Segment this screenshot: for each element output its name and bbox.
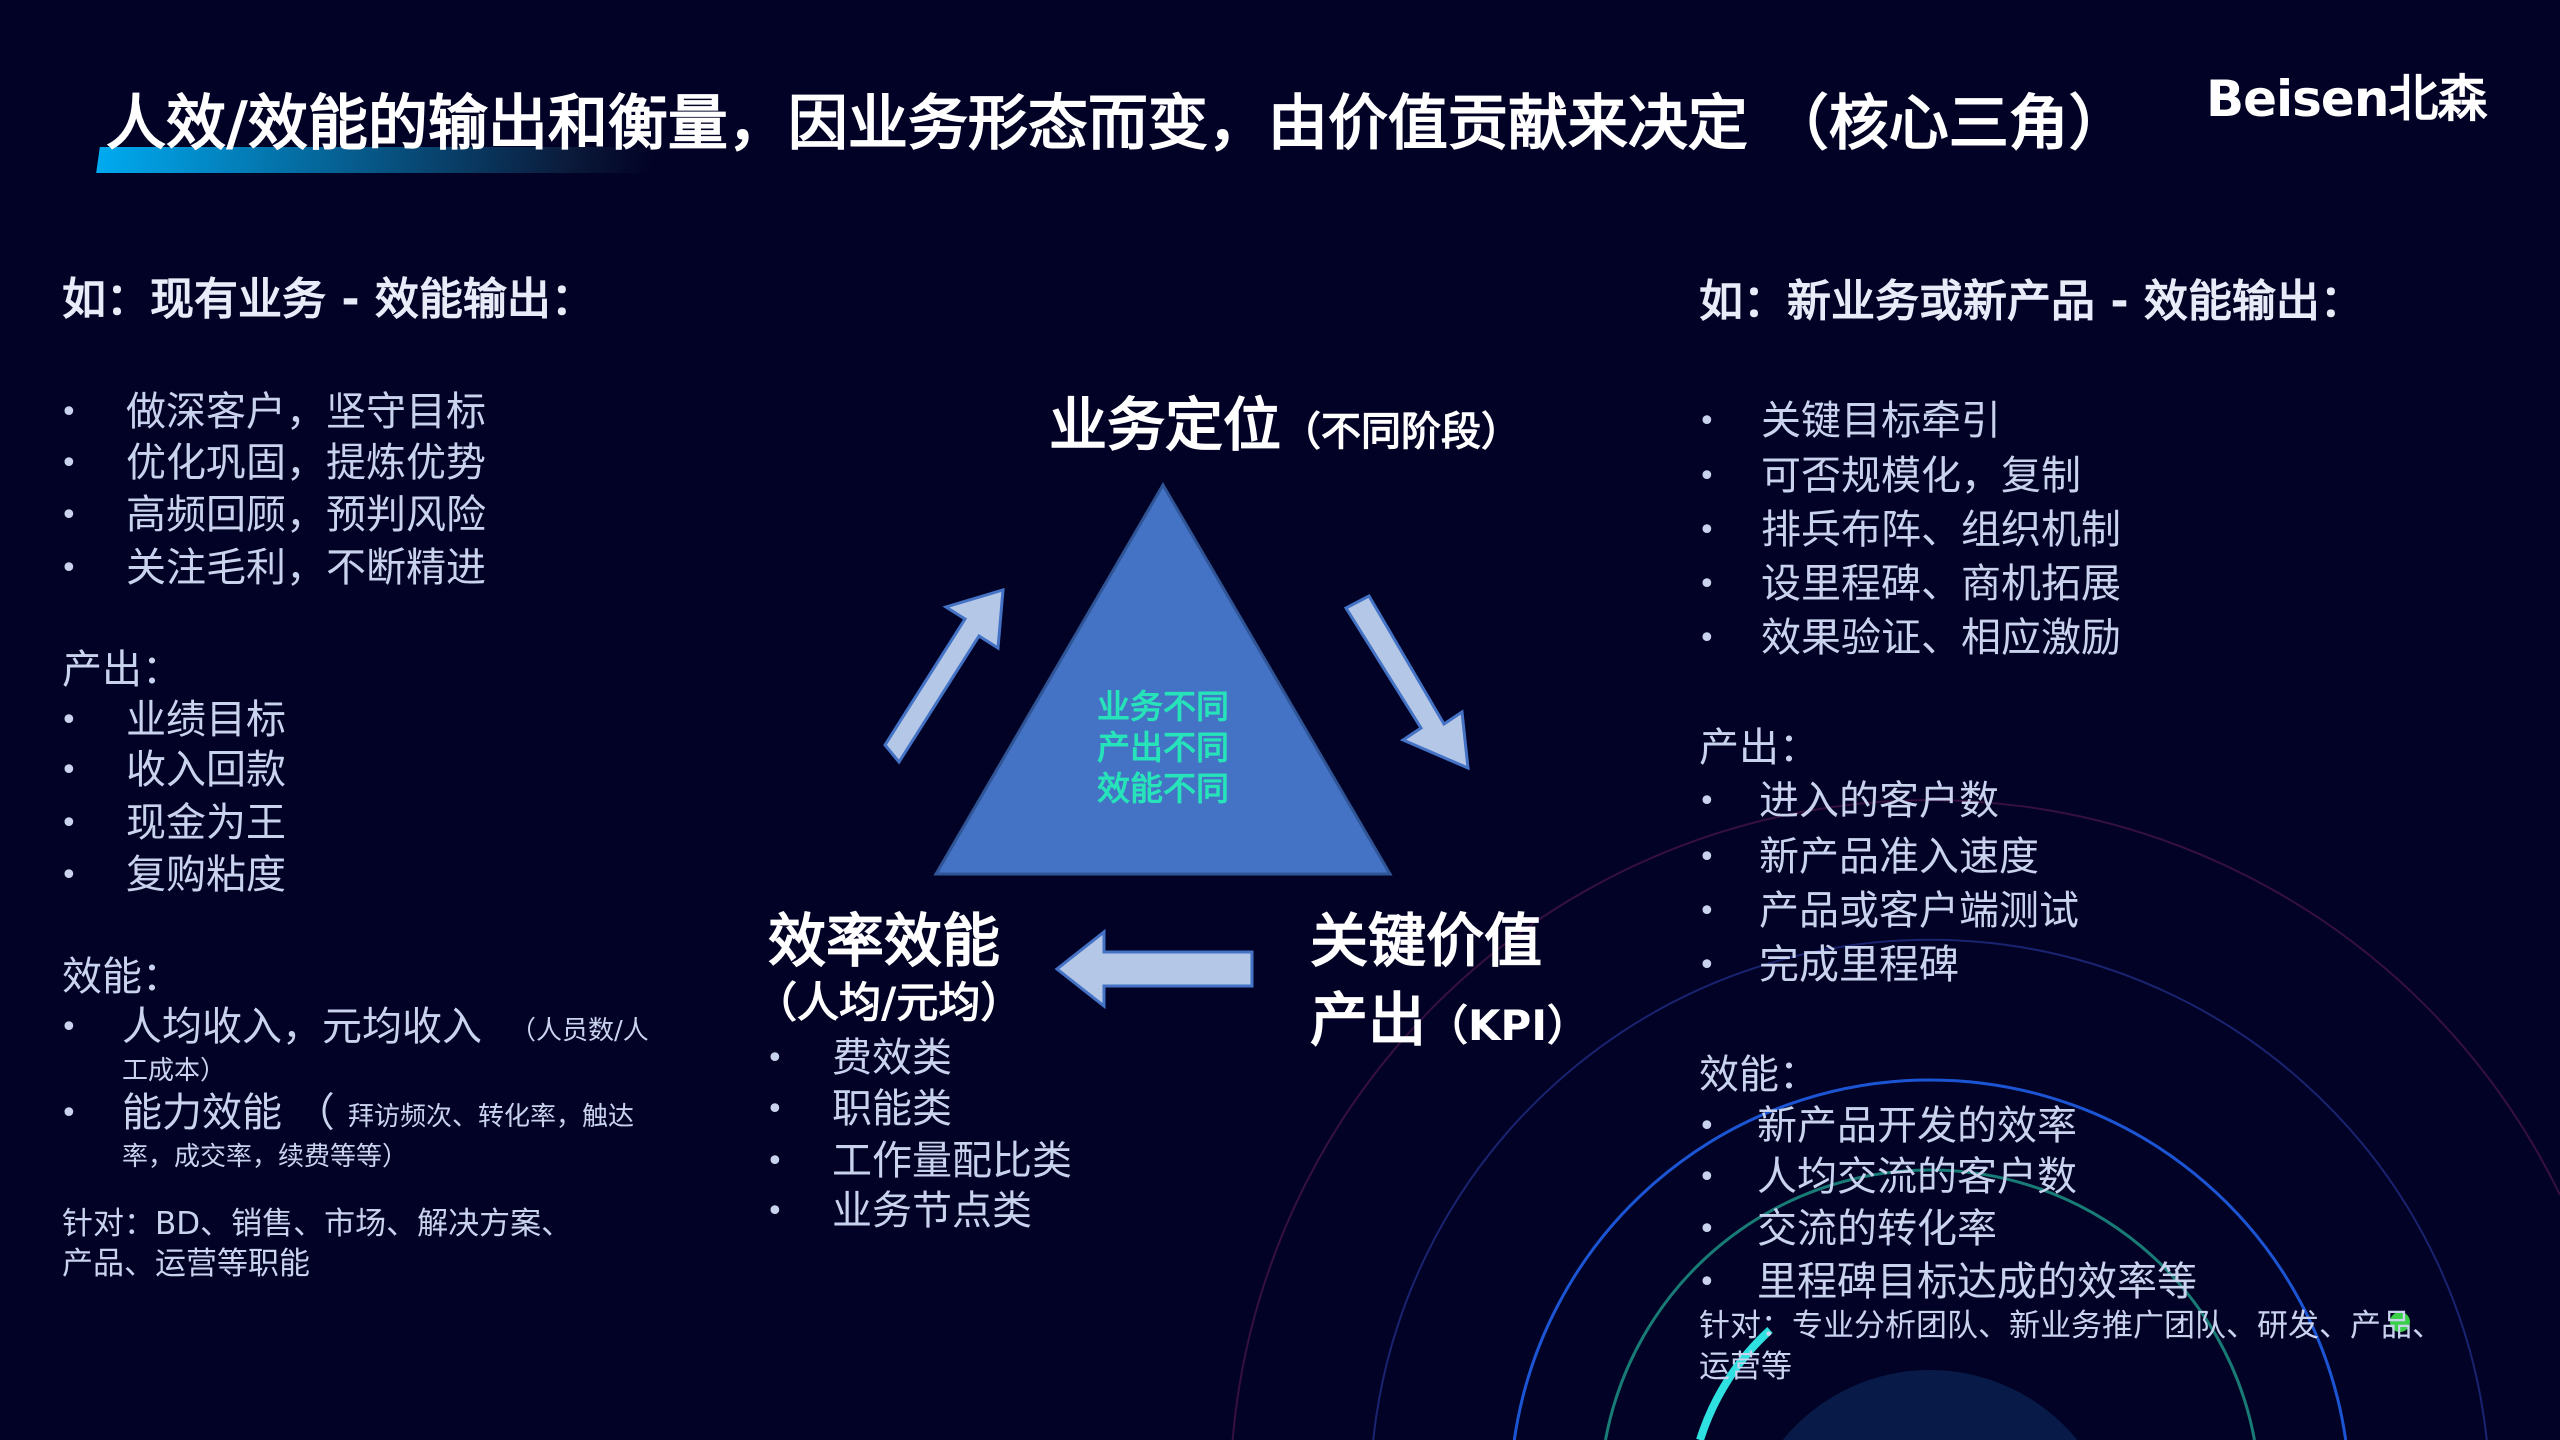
bullet-icon: •	[1698, 1212, 1716, 1247]
list-item: 能力效能 （	[122, 1090, 335, 1136]
list-item: 现金为王	[126, 800, 286, 846]
output-label: 产出	[1310, 986, 1427, 1054]
bullet-icon: •	[1698, 1265, 1716, 1300]
bullet-icon: •	[1698, 894, 1716, 929]
left-output-label: 产出：	[62, 647, 182, 693]
arrow-down-right-icon	[1343, 594, 1470, 771]
list-item: 收入回款	[126, 747, 286, 793]
list-item: 人均交流的客户数	[1757, 1154, 2077, 1200]
beisen-logo: Beisen北森	[2206, 70, 2487, 128]
bullet-icon: •	[1698, 1109, 1716, 1144]
right-heading: 如：新业务或新产品 - 效能输出：	[1699, 276, 2364, 327]
core-triangle	[933, 482, 1393, 876]
bullet-icon: •	[60, 703, 78, 738]
list-item: 新产品开发的效率	[1757, 1103, 2077, 1149]
list-item: 业绩目标	[126, 697, 286, 743]
top-label: 业务定位	[1049, 391, 1282, 459]
bullet-icon: •	[60, 498, 78, 533]
list-item: 设里程碑、商机拓展	[1761, 561, 2121, 607]
page-title: 人效/效能的输出和衡量，因业务形态而变，由价值贡献来决定 （核心三角）	[106, 89, 2129, 159]
decorative-disc	[1782, 1370, 2078, 1440]
list-item-note: （人员数/人	[510, 1016, 649, 1046]
decorative-arc	[1512, 1078, 2348, 1440]
bullet-icon: •	[1698, 513, 1716, 548]
bullet-icon: •	[1698, 621, 1716, 656]
left-target-line1: 针对：BD、销售、市场、解决方案、	[62, 1206, 573, 1242]
list-item-note: 工成本）	[122, 1056, 227, 1086]
list-item: 关键目标牵引	[1761, 398, 2001, 444]
bullet-icon: •	[766, 1041, 784, 1076]
list-item: 工作量配比类	[832, 1138, 1072, 1184]
bullet-icon: •	[60, 1010, 78, 1045]
list-item: 可否规模化，复制	[1761, 453, 2081, 499]
bullet-icon: •	[60, 806, 78, 841]
bullet-icon: •	[1698, 1160, 1716, 1195]
kpi-sub-label: （KPI）	[1426, 1001, 1589, 1050]
left-heading: 如：现有业务 - 效能输出：	[62, 274, 595, 325]
bullet-icon: •	[1698, 840, 1716, 875]
decorative-arc	[1231, 799, 2560, 1440]
key-value-label: 关键价值	[1310, 907, 1543, 975]
bullet-icon: •	[766, 1092, 784, 1127]
list-item: 业务节点类	[832, 1188, 1032, 1234]
efficiency-label: 效率效能	[768, 907, 1001, 975]
bullet-icon: •	[60, 858, 78, 893]
bullet-icon: •	[766, 1144, 784, 1179]
list-item: 里程碑目标达成的效率等	[1757, 1259, 2197, 1305]
list-item: 关注毛利，不断精进	[126, 545, 486, 591]
triangle-center-text: 业务不同 产出不同 效能不同	[1063, 686, 1263, 809]
list-item-note: 率，成交率，续费等等）	[122, 1142, 409, 1172]
bullet-icon: •	[60, 446, 78, 481]
decorative-arc	[1604, 1168, 2256, 1440]
list-item: 高频回顾，预判风险	[126, 492, 486, 538]
triangle-line: 产出不同	[1097, 728, 1229, 767]
list-item: 优化巩固，提炼优势	[126, 440, 486, 486]
arrow-left-icon	[1054, 928, 1254, 1010]
efficiency-sub-label: （人均/元均）	[755, 978, 1023, 1027]
decorative-dot	[2390, 1312, 2410, 1332]
bullet-icon: •	[60, 551, 78, 586]
business-positioning-label: 业务定位（不同阶段）	[1049, 396, 1521, 454]
triangle-line: 效能不同	[1097, 769, 1229, 808]
list-item: 复购粘度	[126, 852, 286, 898]
list-item: 职能类	[832, 1086, 952, 1132]
triangle-line: 业务不同	[1097, 687, 1229, 726]
list-item: 费效类	[832, 1035, 952, 1081]
list-item: 完成里程碑	[1759, 942, 1959, 988]
right-efficiency-label: 效能：	[1699, 1052, 1819, 1098]
decorative-arc	[1696, 1327, 1773, 1440]
bullet-icon: •	[1698, 459, 1716, 494]
list-item: 产品或客户端测试	[1759, 888, 2079, 934]
list-item-note: 拜访频次、转化率，触达	[348, 1102, 635, 1132]
top-sub-label: （不同阶段）	[1281, 409, 1522, 455]
bullet-icon: •	[1698, 784, 1716, 819]
left-efficiency-label: 效能：	[62, 954, 182, 1000]
list-item: 效果验证、相应激励	[1761, 615, 2121, 661]
bullet-icon: •	[60, 1096, 78, 1131]
bullet-icon: •	[60, 395, 78, 430]
list-item: 交流的转化率	[1757, 1206, 1997, 1252]
bullet-icon: •	[1698, 567, 1716, 602]
left-target-line2: 产品、运营等职能	[62, 1246, 310, 1282]
decorative-arc	[1372, 938, 2488, 1440]
bullet-icon: •	[60, 753, 78, 788]
right-target-line2: 运营等	[1699, 1349, 1792, 1385]
list-item: 人均收入，元均收入	[122, 1004, 482, 1050]
bullet-icon: •	[1698, 404, 1716, 439]
list-item: 新产品准入速度	[1759, 834, 2039, 880]
kpi-label: 产出（KPI）	[1310, 991, 1589, 1049]
list-item: 进入的客户数	[1759, 778, 1999, 824]
right-output-label: 产出：	[1699, 725, 1819, 771]
bullet-icon: •	[1698, 948, 1716, 983]
arrow-up-right-icon	[883, 587, 1005, 765]
right-target-line1: 针对：专业分析团队、新业务推广团队、研发、产品、	[1699, 1308, 2443, 1344]
list-item: 排兵布阵、组织机制	[1761, 507, 2121, 553]
list-item: 做深客户，坚守目标	[126, 389, 486, 435]
bullet-icon: •	[766, 1194, 784, 1229]
